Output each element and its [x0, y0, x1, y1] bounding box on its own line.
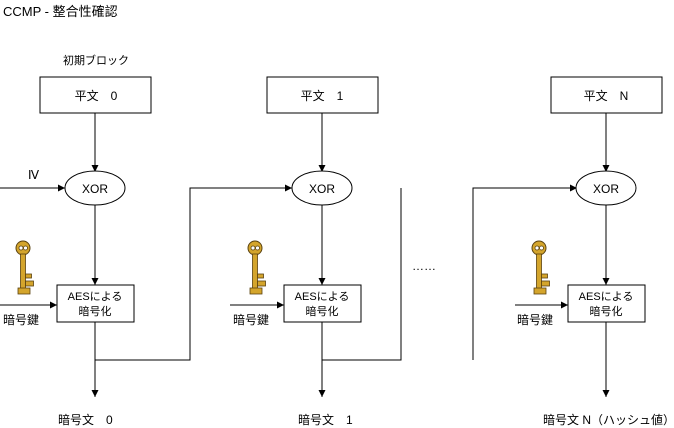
key-label-0: 暗号鍵: [3, 312, 39, 327]
key-icon: [531, 240, 550, 295]
initial-block-label: 初期ブロック: [63, 53, 129, 67]
key-label-n: 暗号鍵: [517, 312, 553, 327]
ciphertext-label-n: 暗号文 N（ハッシュ値）: [543, 412, 674, 427]
block-0: 平文 0 XOR Ⅳ AESによる 暗号化 暗号鍵 暗号文 0: [0, 76, 152, 427]
aes-label-0-line2: 暗号化: [79, 304, 112, 318]
iv-label: Ⅳ: [28, 168, 39, 182]
block-n: 平文 N XOR AESによる 暗号化 暗号鍵 暗号文 N（ハッシュ値）: [515, 76, 674, 427]
plaintext-label-0: 平文 0: [75, 88, 118, 103]
plaintext-label-1: 平文 1: [301, 88, 344, 103]
ellipsis: ……: [412, 259, 436, 273]
diagram-title: CCMP - 整合性確認: [3, 4, 118, 19]
plaintext-label-n: 平文 N: [584, 88, 629, 103]
block-1: 平文 1 XOR AESによる 暗号化 暗号鍵 暗号文 1: [230, 76, 379, 427]
ciphertext-label-0: 暗号文 0: [58, 412, 113, 427]
xor-label-1: XOR: [309, 182, 335, 196]
aes-label-1-line2: 暗号化: [306, 304, 339, 318]
ciphertext-label-1: 暗号文 1: [298, 412, 353, 427]
aes-label-0-line1: AESによる: [68, 290, 123, 303]
key-label-1: 暗号鍵: [233, 312, 269, 327]
plaintext-box-1: [266, 76, 379, 114]
aes-label-n-line1: AESによる: [579, 290, 634, 303]
key-icon: [15, 240, 34, 295]
key-icon: [247, 240, 266, 295]
xor-label-n: XOR: [593, 182, 619, 196]
aes-box-0: [56, 284, 135, 323]
aes-label-1-line1: AESによる: [295, 290, 350, 303]
plaintext-box-0: [39, 76, 152, 114]
xor-label-0: XOR: [82, 182, 108, 196]
aes-label-n-line2: 暗号化: [590, 304, 623, 318]
